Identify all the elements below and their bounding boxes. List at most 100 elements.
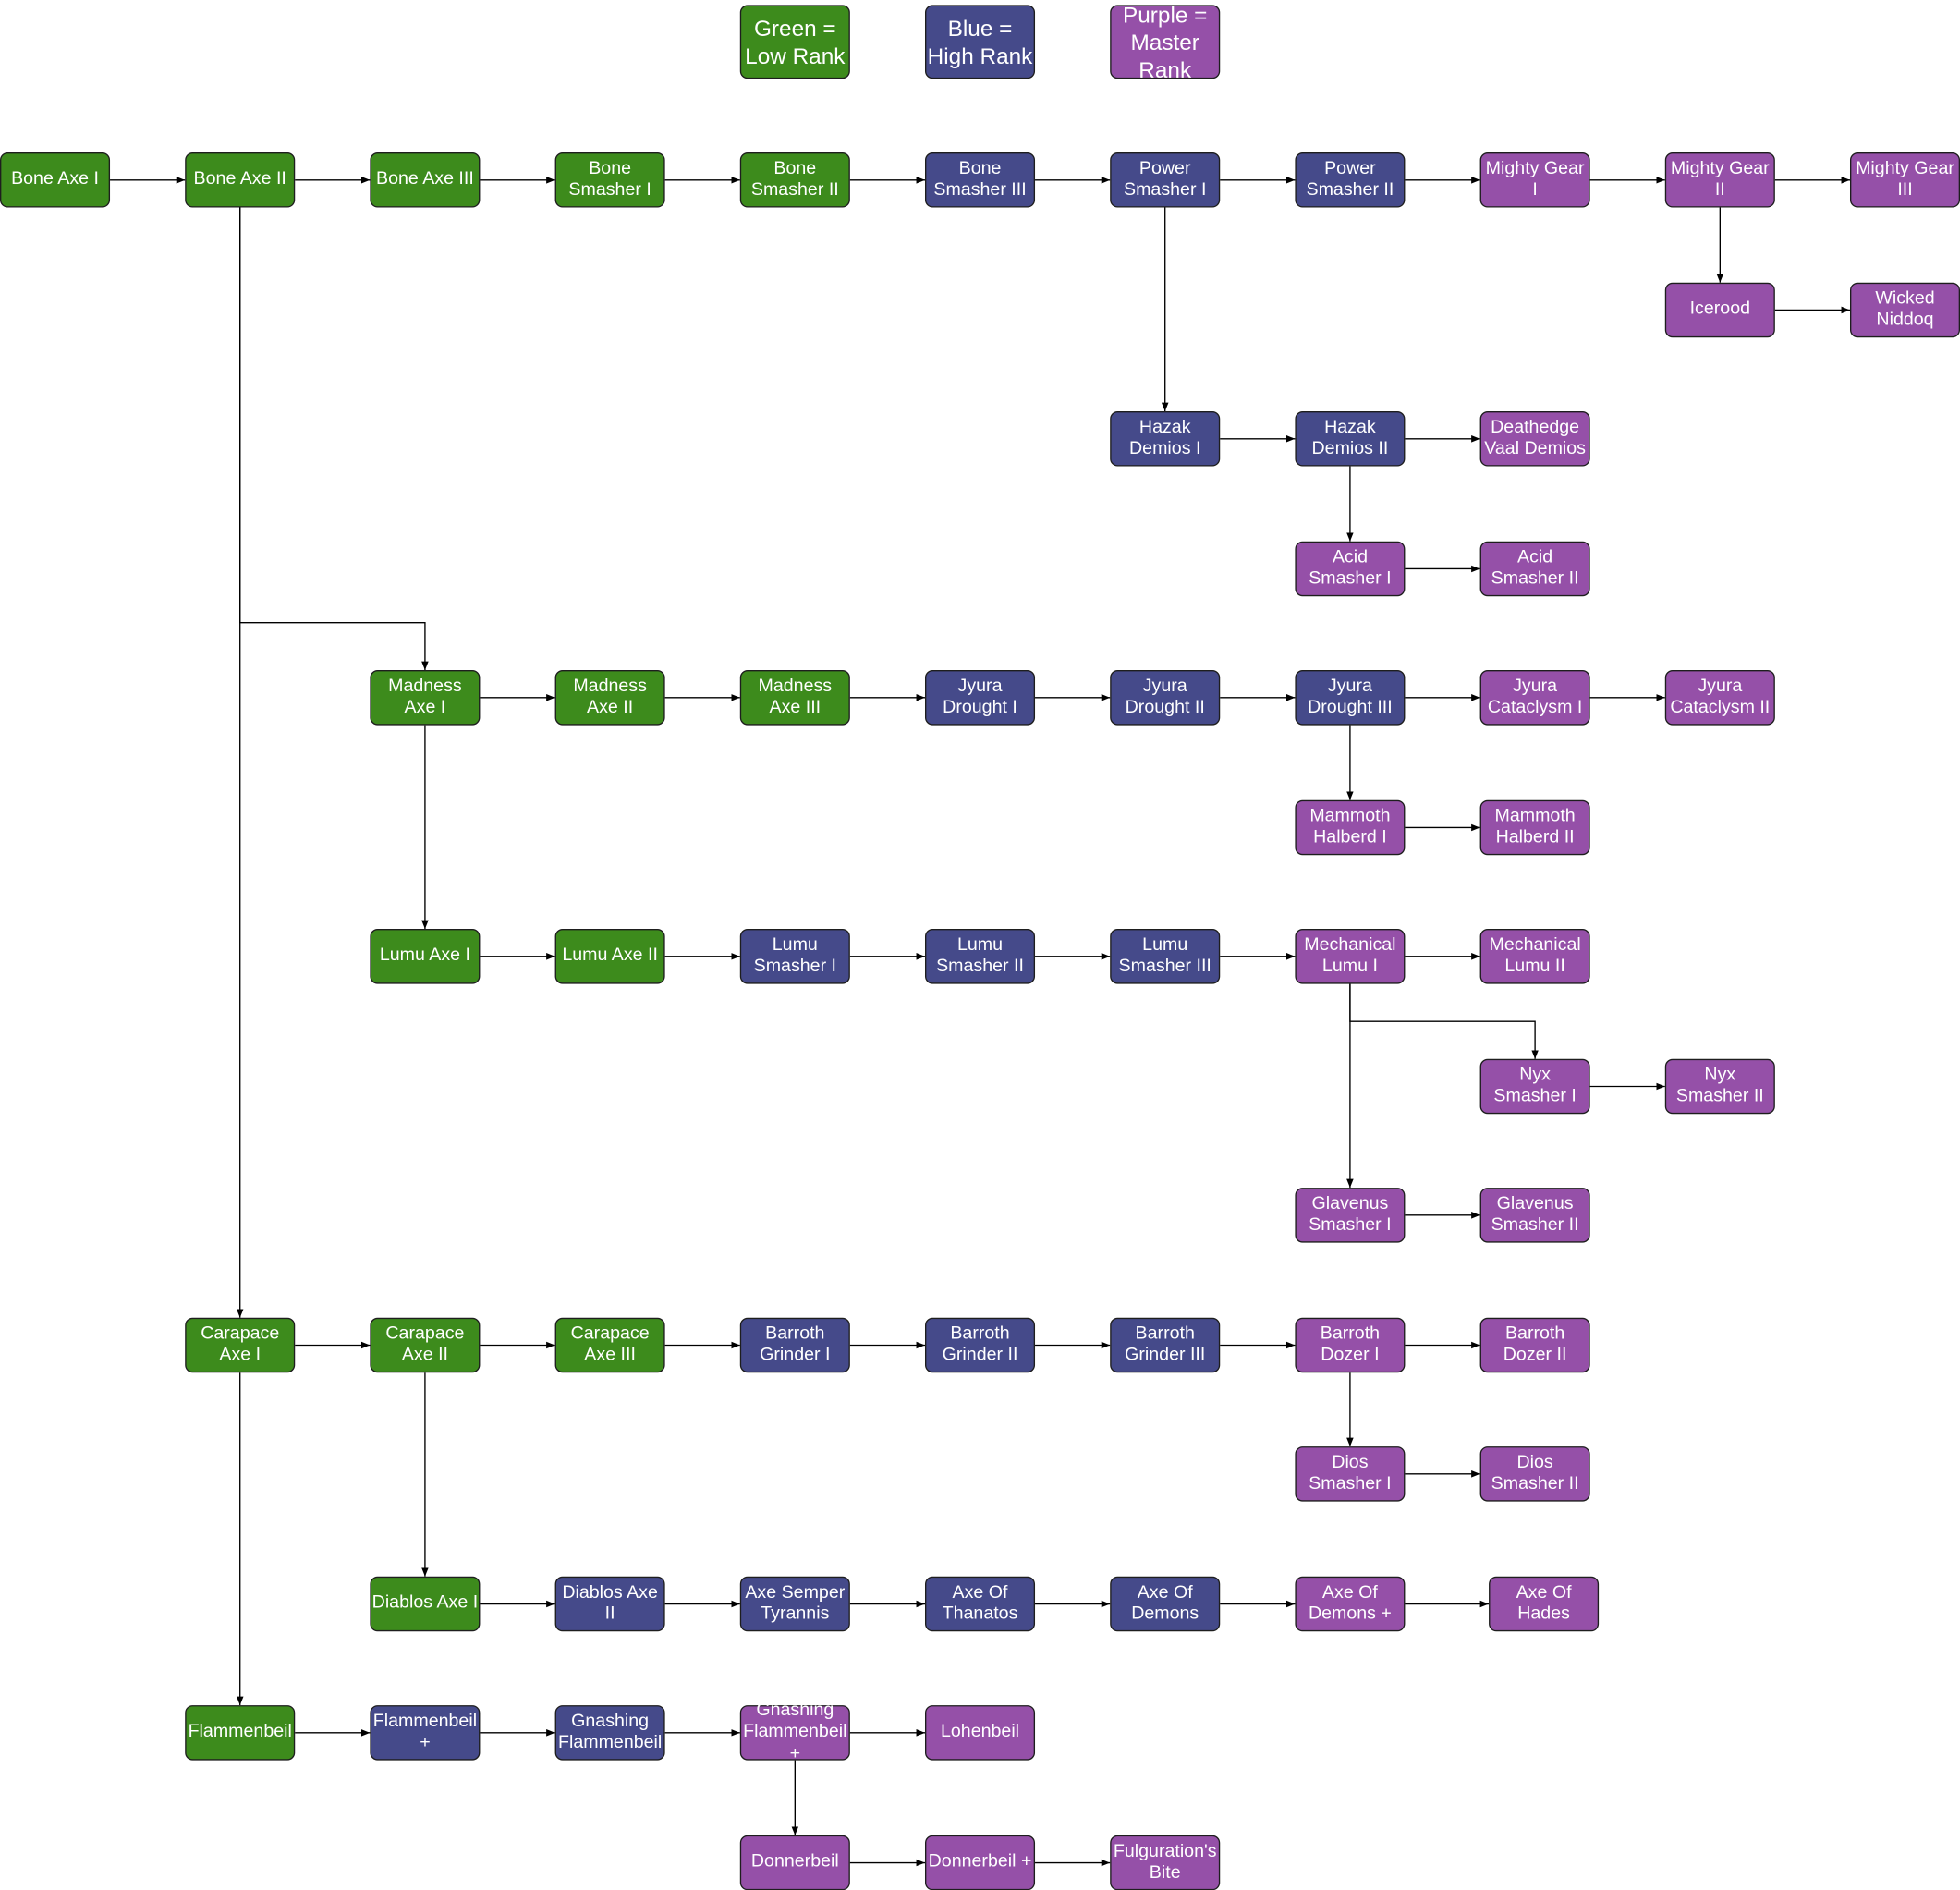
node-icerood[interactable]: Icerood	[1664, 282, 1775, 338]
node-label: Nyx Smasher II	[1675, 1064, 1764, 1107]
node-donnerbeil-plus[interactable]: Donnerbeil +	[924, 1835, 1036, 1890]
node-mammoth-halberd-2[interactable]: Mammoth Halberd II	[1479, 799, 1590, 856]
node-label: Diablos Axe II	[562, 1581, 658, 1625]
node-mechanical-lumu-2[interactable]: Mechanical Lumu II	[1479, 929, 1590, 984]
node-label: Carapace Axe II	[385, 1323, 465, 1366]
node-diablos-axe-2[interactable]: Diablos Axe II	[554, 1576, 665, 1632]
node-gnashing-flammenbeil-plus[interactable]: Gnashing Flammenbeil +	[739, 1700, 850, 1763]
node-label: Glavenus Smasher II	[1491, 1193, 1579, 1236]
node-glavenus-smasher-1[interactable]: Glavenus Smasher I	[1295, 1188, 1406, 1243]
node-label: Carapace Axe III	[570, 1323, 650, 1366]
node-donnerbeil[interactable]: Donnerbeil	[739, 1835, 850, 1890]
node-jyura-drought-1[interactable]: Jyura Drought I	[924, 670, 1036, 726]
node-jyura-cataclysm-1[interactable]: Jyura Cataclysm I	[1479, 670, 1590, 726]
legend-high: Blue = High Rank	[924, 5, 1036, 79]
node-label: Mighty Gear II	[1670, 158, 1770, 201]
node-bone-axe-3[interactable]: Bone Axe III	[370, 152, 481, 208]
node-lumu-smasher-1[interactable]: Lumu Smasher I	[739, 929, 850, 984]
node-deathedge-vaal-demios[interactable]: Deathedge Vaal Demios	[1479, 411, 1590, 467]
node-barroth-dozer-1[interactable]: Barroth Dozer I	[1295, 1317, 1406, 1373]
node-barroth-grinder-2[interactable]: Barroth Grinder II	[924, 1317, 1036, 1373]
node-dios-smasher-1[interactable]: Dios Smasher I	[1295, 1446, 1406, 1502]
node-label: Mighty Gear I	[1485, 158, 1585, 201]
node-label: Mechanical Lumu I	[1304, 934, 1396, 977]
node-label: Bone Axe II	[193, 168, 286, 189]
node-label: Barroth Grinder II	[942, 1323, 1018, 1366]
node-gnashing-flammenbeil[interactable]: Gnashing Flammenbeil	[554, 1705, 665, 1761]
node-label: Jyura Drought III	[1308, 676, 1393, 718]
node-label: Donnerbeil	[750, 1851, 839, 1872]
node-madness-axe-1[interactable]: Madness Axe I	[370, 670, 481, 726]
node-label: Gnashing Flammenbeil +	[743, 1700, 847, 1764]
node-carapace-axe-3[interactable]: Carapace Axe III	[554, 1317, 665, 1373]
node-glavenus-smasher-2[interactable]: Glavenus Smasher II	[1479, 1188, 1590, 1243]
node-label: Mighty Gear III	[1856, 158, 1954, 201]
node-madness-axe-2[interactable]: Madness Axe II	[554, 670, 665, 726]
node-label: Gnashing Flammenbeil	[557, 1711, 663, 1753]
node-hazak-demios-2[interactable]: Hazak Demios II	[1295, 411, 1406, 467]
node-axe-of-demons-plus[interactable]: Axe Of Demons +	[1295, 1576, 1406, 1632]
node-label: Dios Smasher II	[1491, 1452, 1579, 1494]
node-mighty-gear-2[interactable]: Mighty Gear II	[1664, 152, 1775, 208]
node-label: Diablos Axe I	[371, 1592, 479, 1614]
node-lohenbeil[interactable]: Lohenbeil	[924, 1705, 1036, 1761]
node-power-smasher-2[interactable]: Power Smasher II	[1295, 152, 1406, 208]
node-mighty-gear-3[interactable]: Mighty Gear III	[1849, 152, 1960, 208]
node-label: Jyura Drought I	[943, 676, 1017, 718]
node-label: Axe Of Demons	[1131, 1581, 1199, 1625]
node-axe-of-demons[interactable]: Axe Of Demons	[1110, 1576, 1221, 1632]
node-flammenbeil[interactable]: Flammenbeil	[185, 1705, 296, 1761]
node-lumu-axe-1[interactable]: Lumu Axe I	[370, 929, 481, 984]
node-bone-smasher-2[interactable]: Bone Smasher II	[739, 152, 850, 208]
node-label: Carapace Axe I	[201, 1323, 280, 1366]
node-mammoth-halberd-1[interactable]: Mammoth Halberd I	[1295, 799, 1406, 856]
node-lumu-smasher-3[interactable]: Lumu Smasher III	[1110, 929, 1221, 984]
node-label: Barroth Dozer I	[1320, 1323, 1381, 1366]
node-lumu-smasher-2[interactable]: Lumu Smasher II	[924, 929, 1036, 984]
node-fulgurations-bite[interactable]: Fulguration's Bite	[1110, 1835, 1221, 1890]
node-acid-smasher-1[interactable]: Acid Smasher I	[1295, 541, 1406, 597]
node-barroth-grinder-3[interactable]: Barroth Grinder III	[1110, 1317, 1221, 1373]
node-label: Axe Of Demons +	[1308, 1581, 1392, 1625]
node-label: Dios Smasher I	[1309, 1452, 1392, 1494]
node-label: Deathedge Vaal Demios	[1484, 417, 1586, 459]
legend-label: Blue = High Rank	[927, 15, 1033, 68]
node-bone-axe-1[interactable]: Bone Axe I	[0, 152, 111, 208]
node-nyx-smasher-1[interactable]: Nyx Smasher I	[1479, 1058, 1590, 1115]
node-flammenbeil-plus[interactable]: Flammenbeil +	[370, 1705, 481, 1761]
node-mighty-gear-1[interactable]: Mighty Gear I	[1479, 152, 1590, 208]
node-label: Jyura Drought II	[1125, 676, 1205, 718]
node-axe-of-hades[interactable]: Axe Of Hades	[1489, 1576, 1600, 1632]
node-jyura-drought-3[interactable]: Jyura Drought III	[1295, 670, 1406, 726]
node-wicked-niddoq[interactable]: Wicked Niddoq	[1849, 282, 1960, 338]
node-label: Donnerbeil +	[928, 1851, 1032, 1872]
node-label: Lumu Smasher II	[936, 934, 1024, 977]
node-madness-axe-3[interactable]: Madness Axe III	[739, 670, 850, 726]
node-barroth-grinder-1[interactable]: Barroth Grinder I	[739, 1317, 850, 1373]
node-label: Power Smasher I	[1124, 158, 1207, 201]
node-diablos-axe-1[interactable]: Diablos Axe I	[370, 1576, 481, 1632]
node-power-smasher-1[interactable]: Power Smasher I	[1110, 152, 1221, 208]
node-label: Power Smasher II	[1306, 158, 1394, 201]
node-lumu-axe-2[interactable]: Lumu Axe II	[554, 929, 665, 984]
node-acid-smasher-2[interactable]: Acid Smasher II	[1479, 541, 1590, 597]
node-jyura-drought-2[interactable]: Jyura Drought II	[1110, 670, 1221, 726]
node-dios-smasher-2[interactable]: Dios Smasher II	[1479, 1446, 1590, 1502]
node-axe-of-thanatos[interactable]: Axe Of Thanatos	[924, 1576, 1036, 1632]
node-axe-semper-tyrannis[interactable]: Axe Semper Tyrannis	[739, 1576, 850, 1632]
node-jyura-cataclysm-2[interactable]: Jyura Cataclysm II	[1664, 670, 1775, 726]
node-nyx-smasher-2[interactable]: Nyx Smasher II	[1664, 1058, 1775, 1115]
node-bone-axe-2[interactable]: Bone Axe II	[185, 152, 296, 208]
node-bone-smasher-1[interactable]: Bone Smasher I	[554, 152, 665, 208]
node-label: Bone Smasher II	[750, 158, 839, 201]
node-carapace-axe-1[interactable]: Carapace Axe I	[185, 1317, 296, 1373]
node-carapace-axe-2[interactable]: Carapace Axe II	[370, 1317, 481, 1373]
node-hazak-demios-1[interactable]: Hazak Demios I	[1110, 411, 1221, 467]
node-bone-smasher-3[interactable]: Bone Smasher III	[924, 152, 1036, 208]
node-mechanical-lumu-1[interactable]: Mechanical Lumu I	[1295, 929, 1406, 984]
node-label: Lumu Axe I	[379, 945, 470, 966]
node-label: Barroth Grinder III	[1125, 1323, 1206, 1366]
node-barroth-dozer-2[interactable]: Barroth Dozer II	[1479, 1317, 1590, 1373]
node-label: Jyura Cataclysm II	[1670, 676, 1771, 718]
